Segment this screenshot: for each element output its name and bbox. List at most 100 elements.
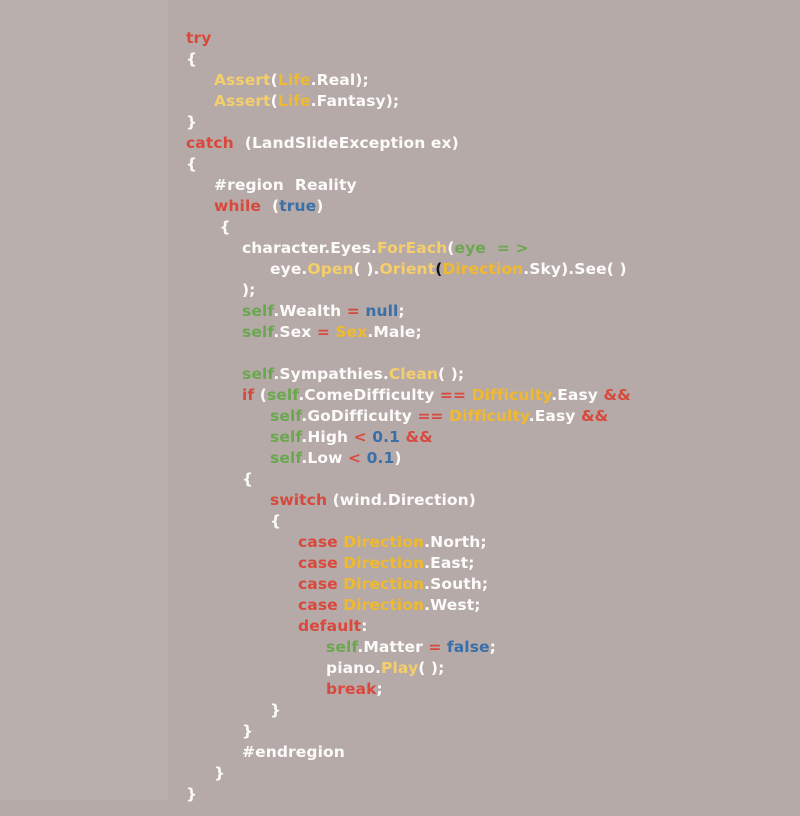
code-token-pln: (wind.Direction) [327,490,476,509]
code-token-pln: .Easy [551,385,604,404]
code-line: { [0,511,800,532]
code-line: catch (LandSlideException ex) [0,133,800,154]
code-token-typ: Life [277,91,311,110]
code-token-pln: .ComeDifficulty [298,385,440,404]
code-token-op: < [348,448,362,467]
code-token-op: == [417,406,444,425]
code-token-pln: piano. [326,658,382,677]
code-token-var: self [242,301,274,320]
code-token-op: && [603,385,631,404]
code-token-brc: { [214,217,231,236]
code-token-pln: .Low [301,448,348,467]
code-token-pln: ( [270,91,278,110]
code-token-pln: .Sex [273,322,317,341]
code-token-pln: : [361,616,368,635]
code-line: { [0,469,800,490]
code-token-pln: ( [447,238,455,257]
code-token-brc: } [242,721,254,740]
code-token-pln: ; [398,301,405,320]
code-line: self.Sex = Sex.Male; [0,322,800,343]
code-token-pln: character.Eyes. [242,238,378,257]
code-token-brc: { [186,49,198,68]
code-line: if (self.ComeDifficulty == Difficulty.Ea… [0,385,800,406]
code-token-typ: Difficulty [449,406,529,425]
code-token-pln: .Fantasy); [310,91,400,110]
code-line: #endregion [0,742,800,763]
code-line: switch (wind.Direction) [0,490,800,511]
code-token-var: self [242,364,274,383]
code-line: #region Reality [0,175,800,196]
code-token-var: self [266,385,299,404]
code-token-pln: .West; [424,595,481,614]
code-token-mth: Assert [214,91,271,110]
code-line: case Direction.East; [0,553,800,574]
code-token-mth: ForEach [377,238,448,257]
code-token-var: self [270,406,302,425]
code-token-pln: ( ); [418,658,445,677]
code-line: case Direction.North; [0,532,800,553]
code-token-op: == [439,385,467,404]
code-line: try [0,28,800,49]
code-token-pln: .Male; [367,322,422,341]
code-token-mth: Assert [214,70,271,89]
code-token-op: = [428,637,442,656]
code-token-var: self [242,322,274,341]
code-token-pln: ; [376,679,383,698]
code-token-kw: switch [270,490,328,509]
code-token-lit: 0.1 [372,427,401,446]
code-line: self.Wealth = null; [0,301,800,322]
code-token-mth: Play [381,658,419,677]
code-line: { [0,49,800,70]
code-line: } [0,700,800,721]
code-token-pp: #region Reality [214,175,357,194]
code-token-pln: .Easy [528,406,582,425]
code-token-brc: } [270,700,282,719]
code-token-pln: ( ); [438,364,465,383]
code-token-typ: Direction [343,532,425,551]
code-line: self.Matter = false; [0,637,800,658]
code-line: case Direction.South; [0,574,800,595]
code-token-pln: ) [394,448,402,467]
code-token-kw: catch [186,133,234,152]
code-token-pp: #endregion [242,742,345,761]
code-token-mth: Open [307,259,354,278]
code-token-typ: Sex [335,322,368,341]
code-token-op: && [405,427,433,446]
code-line: } [0,763,800,784]
code-token-pln: ( [270,70,278,89]
code-token-lit: true [279,196,317,215]
code-line: piano.Play( ); [0,658,800,679]
code-token-op: = [346,301,360,320]
code-token-pln: eye. [270,259,308,278]
code-token-pln: ( [261,196,280,215]
code-token-typ: Direction [343,595,425,614]
code-token-var: eye = > [454,238,529,257]
code-token-brc: { [186,154,198,173]
code-token-brc: { [242,469,254,488]
code-token-typ: Difficulty [471,385,552,404]
code-token-typ: Life [277,70,311,89]
code-token-pln: .East; [424,553,475,572]
code-line [0,343,800,364]
code-token-pln: ; [489,637,496,656]
code-token-pln: .Sympathies. [273,364,389,383]
code-line: case Direction.West; [0,595,800,616]
code-token-mth: Orient [379,259,436,278]
code-token-pln: ) [316,196,324,215]
code-token-brc: } [186,784,198,803]
code-line: eye.Open( ).Orient(Direction.Sky).See( ) [0,259,800,280]
code-token-pln: .South; [424,574,489,593]
code-line: { [0,154,800,175]
wallpaper-left-band [0,0,168,800]
code-token-kw: case [298,595,338,614]
code-line: self.GoDifficulty == Difficulty.Easy && [0,406,800,427]
code-token-typ: Direction [442,259,524,278]
code-line: self.Low < 0.1) [0,448,800,469]
code-line: break; [0,679,800,700]
code-token-typ: Direction [343,574,425,593]
code-token-mbr: ( [435,259,443,278]
code-token-typ: Direction [343,553,425,572]
code-token-pln: .Matter [357,637,429,656]
code-token-kw: case [298,532,338,551]
